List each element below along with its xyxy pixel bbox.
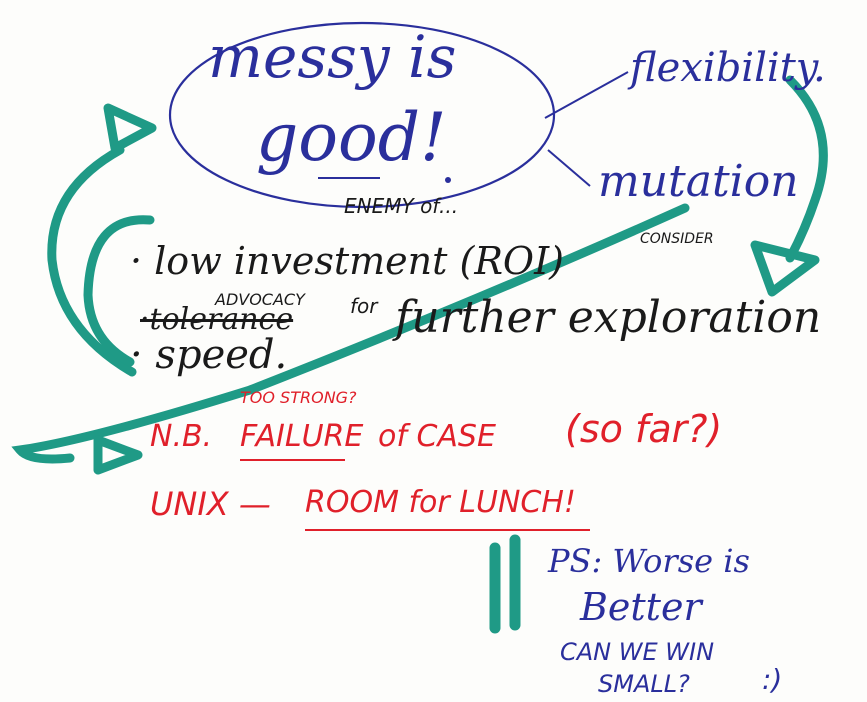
low-investment-line: · low investment (ROI) [130, 239, 564, 283]
nb-label: N.B. [150, 419, 213, 454]
teal-arrow-right [93, 435, 143, 475]
room-for-lunch-label: ROOM for LUNCH! [305, 485, 576, 520]
smiley-icon: :) [762, 663, 783, 696]
mutation-label: mutation [598, 156, 799, 207]
ps-line2: Better [580, 585, 702, 629]
blue-connector-line [547, 149, 591, 187]
can-we-win-label: CAN WE WIN [560, 638, 715, 666]
title-line1: messy is [208, 23, 457, 91]
of-case-label: of CASE [378, 419, 496, 454]
failure-label: FAILURE [240, 419, 364, 454]
for-label: for [350, 294, 378, 318]
teal-arrow-left-up [47, 145, 137, 377]
teal-arrow-down [785, 75, 828, 263]
consider-label: CONSIDER [640, 231, 714, 247]
title-line2: good! [256, 99, 447, 176]
advocacy-label: ADVOCACY [215, 290, 305, 309]
further-exploration-line: further exploration [395, 292, 822, 343]
small-label: SMALL? [598, 670, 690, 698]
tolerance-struck: ·tolerance [140, 302, 294, 337]
speed-line: · speed. [130, 332, 288, 378]
so-far-label: (so far?) [565, 407, 723, 451]
blue-ellipse [168, 21, 556, 209]
flexibility-label: flexibility. [630, 45, 826, 91]
teal-arrowhead [750, 240, 820, 297]
unix-label: UNIX — [150, 485, 271, 523]
blue-connector-line [544, 71, 629, 119]
enemy-of-label: ENEMY of... [344, 194, 459, 218]
teal-arrowhead-up [103, 103, 157, 153]
teal-arrow-left-loop [83, 215, 155, 367]
too-strong-label: TOO STRONG? [240, 388, 357, 407]
teal-sweep [11, 203, 690, 464]
ps-line1: PS: Worse is [548, 542, 750, 580]
ink-dot [445, 177, 451, 183]
